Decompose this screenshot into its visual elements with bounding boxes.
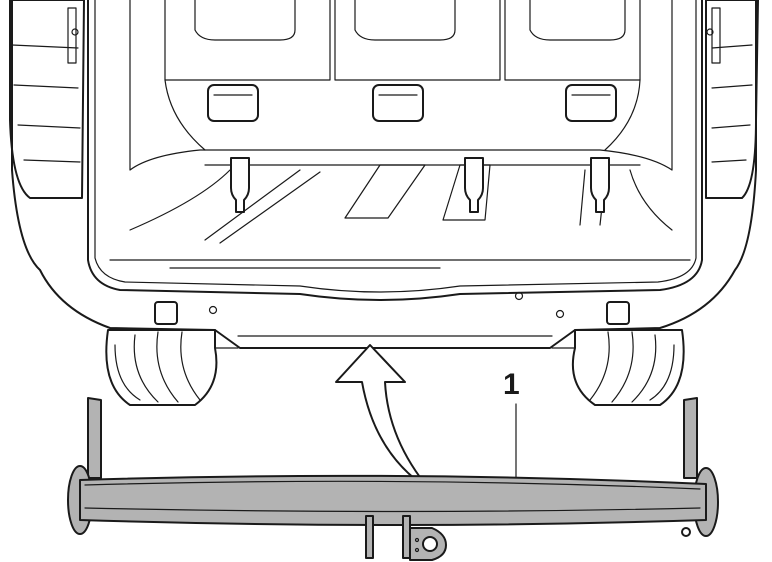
cargo-interior — [109, 0, 691, 269]
left-tail-light — [9, 0, 85, 199]
right-rear-tire — [571, 329, 685, 406]
left-rear-tire — [105, 329, 218, 406]
installation-arrow — [335, 344, 431, 491]
towbar-assembly — [67, 397, 719, 561]
vehicle-rear-body — [11, 0, 757, 349]
right-tail-light — [705, 0, 759, 199]
callout-number-1: 1 — [503, 368, 520, 401]
